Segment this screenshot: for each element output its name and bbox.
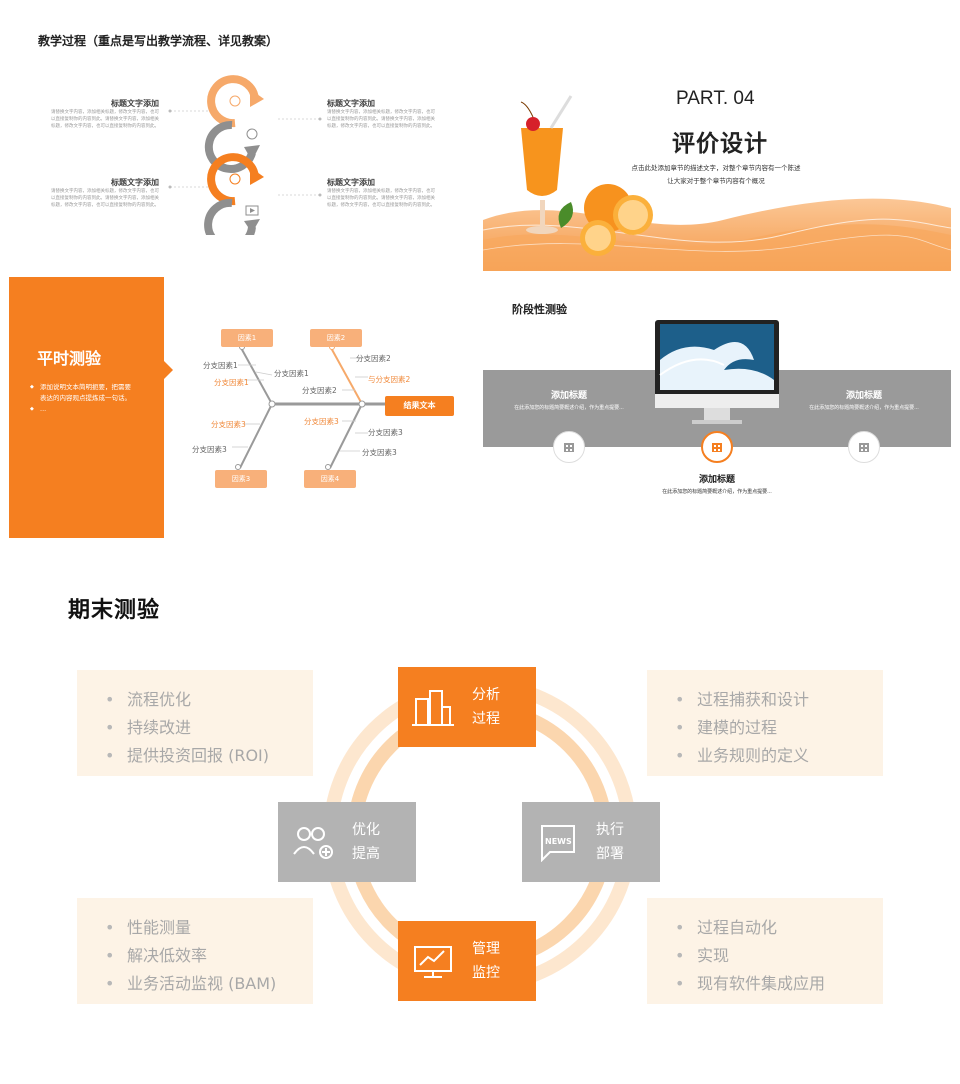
card-bl-item-2: 解决低效率 <box>105 942 313 970</box>
monitor-chart-icon <box>414 946 452 978</box>
card-br-item-2: 实现 <box>675 942 883 970</box>
part-number: PART. 04 <box>676 88 755 109</box>
factor-tag-2: 因素2 <box>310 329 362 347</box>
part-description: 点击此处添加章节的描述文字，对整个章节内容有一个陈述 让大家对于整个章节内容有个… <box>614 162 818 188</box>
fishbone-bullet-2: ... <box>30 404 135 415</box>
card-tl-item-1: 流程优化 <box>105 686 313 714</box>
box-optimize-line2: 提高 <box>352 846 380 862</box>
band-left-desc: 在此添加您的标题简要概述介绍，作为重点提要... <box>514 405 624 411</box>
circle-flow-diagram <box>168 75 322 235</box>
stage-test-title: 阶段性测验 <box>512 303 567 316</box>
flow-heading-3: 标题文字添加 <box>111 178 159 187</box>
news-icon-label: NEWS <box>545 837 572 846</box>
card-br-item-1: 过程自动化 <box>675 914 883 942</box>
part-desc-line1: 点击此处添加章节的描述文字，对整个章节内容有一个陈述 <box>631 164 801 172</box>
panel-pointer-arrow <box>163 360 173 380</box>
branch-factor-3e: 分支因素3 <box>362 448 397 457</box>
card-top-left: 流程优化 持续改进 提供投资回报 (ROI) <box>77 670 313 776</box>
box-manage-line1: 管理 <box>472 941 500 957</box>
fishbone-bullets: 添加说明文本简明扼要，把需要表达的内容观点提炼成一句话。 ... <box>30 382 135 415</box>
news-icon: NEWS <box>541 825 575 862</box>
card-br-item-3: 现有软件集成应用 <box>675 970 883 998</box>
flow-body-2: 请替换文字内容，添加相关标题，修改文字内容，也可以直接复制你的内容到此。请替换文… <box>327 110 435 129</box>
branch-factor-2a: 分支因素2 <box>356 354 391 363</box>
factor-tag-1: 因素1 <box>221 329 273 347</box>
flow-heading-4: 标题文字添加 <box>327 178 375 187</box>
card-tl-item-2: 持续改进 <box>105 714 313 742</box>
branch-factor-3d: 分支因素3 <box>192 445 227 454</box>
factor-tag-3: 因素3 <box>215 470 267 488</box>
fishbone-title: 平时测验 <box>37 349 102 368</box>
card-tr-item-1: 过程捕获和设计 <box>675 686 883 714</box>
card-bl-item-3: 业务活动监视 (BAM) <box>105 970 313 998</box>
card-top-right: 过程捕获和设计 建模的过程 业务规则的定义 <box>647 670 883 776</box>
building-icon-right <box>848 431 880 463</box>
box-execute-line1: 执行 <box>596 822 624 838</box>
box-analysis-line1: 分析 <box>472 687 500 703</box>
building-icon-center <box>701 431 733 463</box>
card-bottom-left: 性能测量 解决低效率 业务活动监视 (BAM) <box>77 898 313 1004</box>
building-icon-left <box>553 431 585 463</box>
factor-tag-4: 因素4 <box>304 470 356 488</box>
monitor-icon <box>655 320 779 424</box>
band-left-heading: 添加标题 <box>550 391 587 401</box>
flow-heading-2: 标题文字添加 <box>327 99 375 108</box>
box-optimize-line1: 优化 <box>352 822 380 838</box>
bottom-heading: 添加标题 <box>698 475 735 485</box>
branch-factor-1c: 分支因素1 <box>214 378 249 387</box>
part-desc-line2: 让大家对于整个章节内容有个概况 <box>667 177 765 185</box>
result-box: 结果文本 <box>385 396 454 416</box>
branch-factor-1a: 分支因素1 <box>203 361 238 370</box>
box-execute-line2: 部署 <box>596 846 624 862</box>
buildings-icon <box>412 690 454 726</box>
branch-factor-3c: 分支因素3 <box>368 428 403 437</box>
branch-factor-2b: 与分支因素2 <box>368 375 411 384</box>
users-add-icon <box>293 827 333 859</box>
branch-factor-1b: 分支因素1 <box>274 369 309 378</box>
slide1-title: 教学过程（重点是写出教学流程、详见教案） <box>38 34 279 48</box>
bottom-desc: 在此添加您的标题简要概述介绍，作为重点提要... <box>662 489 772 495</box>
box-optimize: 优化提高 <box>278 802 416 882</box>
flow-heading-1: 标题文字添加 <box>111 99 159 108</box>
band-right-heading: 添加标题 <box>845 391 882 401</box>
part-title: 评价设计 <box>672 131 768 157</box>
branch-factor-3a: 分支因素3 <box>211 420 246 429</box>
fishbone-diagram <box>232 344 394 470</box>
box-manage: 管理监控 <box>398 921 536 1001</box>
card-bottom-right: 过程自动化 实现 现有软件集成应用 <box>647 898 883 1004</box>
card-tl-item-3: 提供投资回报 (ROI) <box>105 742 313 770</box>
final-test-title: 期末测验 <box>68 598 161 623</box>
flow-body-4: 请替换文字内容，添加相关标题，修改文字内容，也可以直接复制你的内容到此。请替换文… <box>327 189 435 208</box>
flow-body-3: 请替换文字内容，添加相关标题，修改文字内容，也可以直接复制你的内容到此。请替换文… <box>51 189 159 208</box>
band-right-desc: 在此添加您的标题简要概述介绍，作为重点提要... <box>809 405 919 411</box>
flow-body-1: 请替换文字内容，添加相关标题，修改文字内容，也可以直接复制你的内容到此。请替换文… <box>51 110 159 129</box>
card-tr-item-2: 建模的过程 <box>675 714 883 742</box>
fishbone-bullet-1: 添加说明文本简明扼要，把需要表达的内容观点提炼成一句话。 <box>30 382 135 404</box>
branch-factor-2c: 分支因素2 <box>302 386 337 395</box>
card-bl-item-1: 性能测量 <box>105 914 313 942</box>
box-execute: NEWS 执行部署 <box>522 802 660 882</box>
branch-factor-3b: 分支因素3 <box>304 417 339 426</box>
box-manage-line2: 监控 <box>472 965 500 981</box>
box-analysis: 分析过程 <box>398 667 536 747</box>
juice-illustration <box>483 95 951 271</box>
card-tr-item-3: 业务规则的定义 <box>675 742 883 770</box>
box-analysis-line2: 过程 <box>472 711 500 727</box>
